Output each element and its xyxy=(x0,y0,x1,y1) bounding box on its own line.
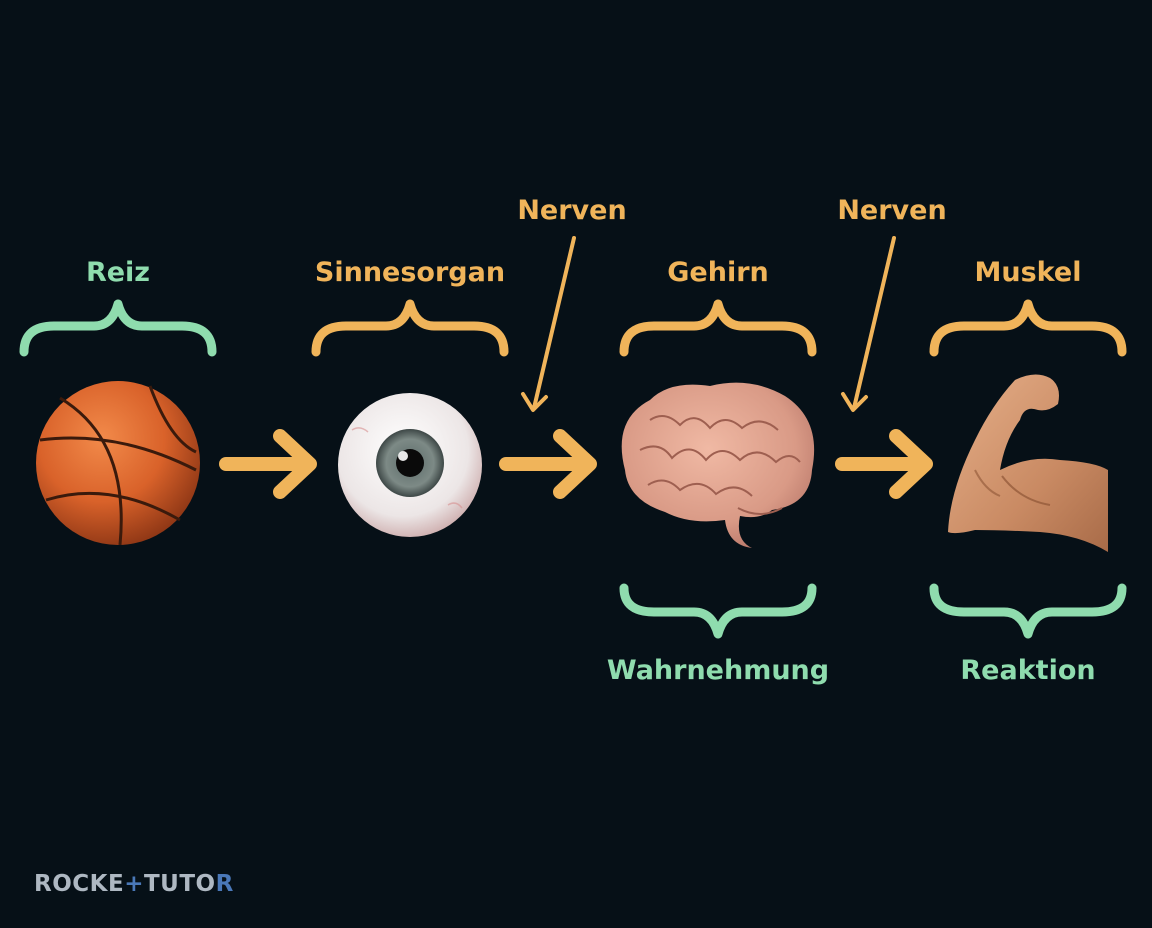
label-nerven-1: Nerven xyxy=(517,195,626,226)
label-muskel: Muskel xyxy=(975,257,1082,288)
brain-icon xyxy=(621,382,815,548)
brace-wahrnehmung xyxy=(619,583,817,639)
rocket-tutor-logo: ROCKE+TUTOR xyxy=(34,871,234,897)
logo-text: ROCKE+TUTOR xyxy=(34,871,234,897)
eye-icon xyxy=(338,393,482,537)
brace-sinnesorgan xyxy=(311,299,509,357)
label-reaktion: Reaktion xyxy=(960,655,1095,686)
brace-muskel xyxy=(929,299,1127,357)
label-nerven-2: Nerven xyxy=(837,195,946,226)
flow-arrow-2 xyxy=(499,429,597,499)
flow-arrow-1 xyxy=(219,429,317,499)
nerve-arrow-1 xyxy=(521,236,576,412)
brace-gehirn xyxy=(619,299,817,357)
nerve-arrow-2 xyxy=(841,236,896,412)
flexed-arm-icon xyxy=(948,374,1108,552)
label-wahrnehmung: Wahrnehmung xyxy=(607,655,829,686)
label-reiz: Reiz xyxy=(86,257,150,288)
brace-reiz xyxy=(19,299,217,357)
label-gehirn: Gehirn xyxy=(667,257,769,288)
basketball-icon xyxy=(36,381,200,546)
flow-arrow-3 xyxy=(835,429,933,499)
brace-reaktion xyxy=(929,583,1127,639)
label-sinnesorgan: Sinnesorgan xyxy=(315,257,505,288)
